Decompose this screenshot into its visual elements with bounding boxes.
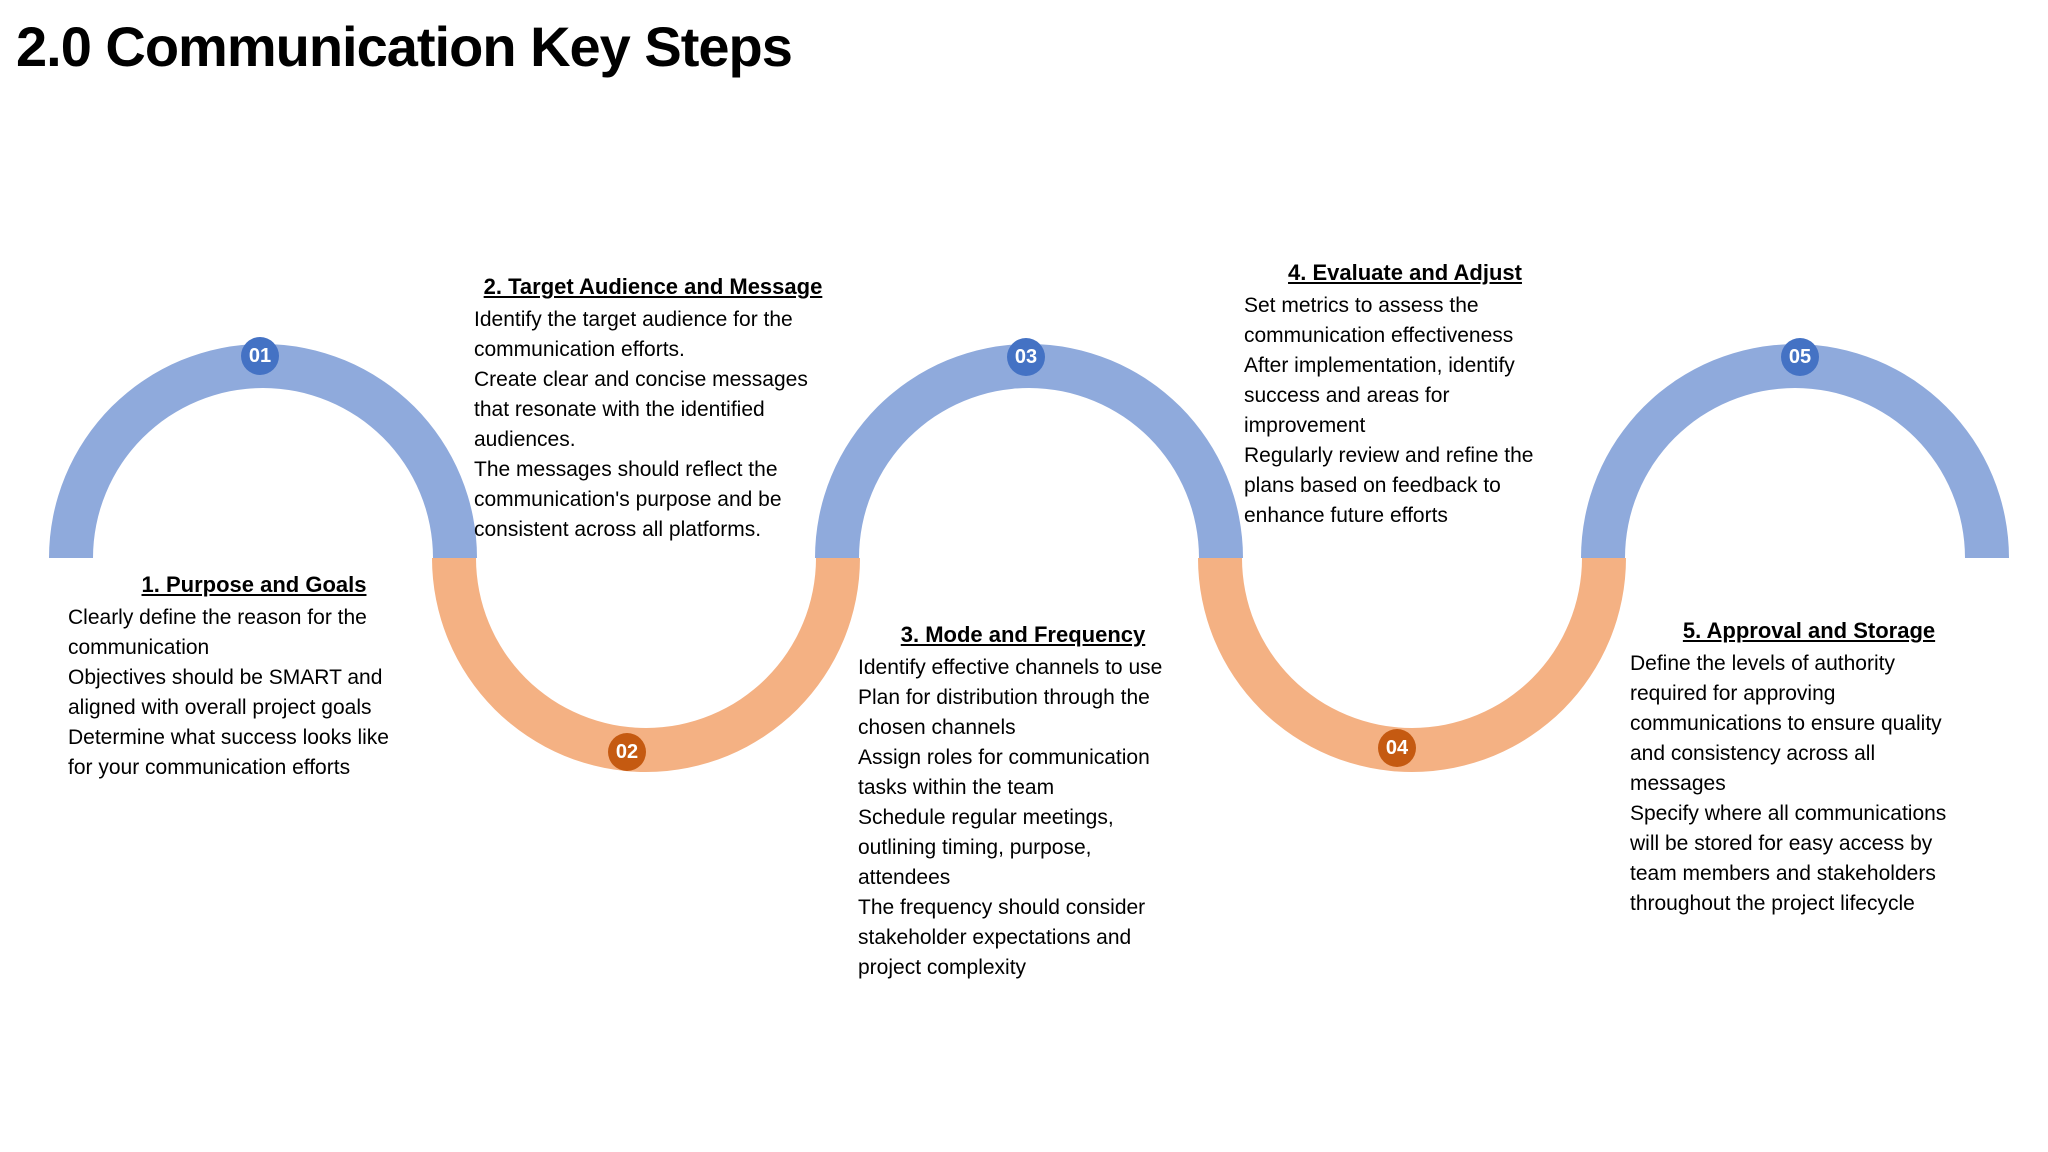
step-block-4: 4. Evaluate and Adjust Set metrics to as… bbox=[1244, 258, 1566, 531]
step-body-3: Identify effective channels to use Plan … bbox=[858, 656, 1163, 979]
step-block-2: 2. Target Audience and Message Identify … bbox=[474, 272, 832, 545]
step-body-1: Clearly define the reason for the commun… bbox=[68, 606, 389, 779]
arc-step-4 bbox=[1198, 558, 1626, 772]
step-body-5: Define the levels of authority required … bbox=[1630, 652, 1947, 915]
step-number-badge-5: 05 bbox=[1781, 338, 1819, 376]
step-heading-5: 5. Approval and Storage bbox=[1682, 618, 1936, 643]
step-number-badge-3: 03 bbox=[1007, 338, 1045, 376]
step-heading-2: 2. Target Audience and Message bbox=[483, 274, 823, 299]
step-number-badge-2: 02 bbox=[608, 733, 646, 771]
step-block-5: 5. Approval and Storage Define the level… bbox=[1630, 616, 1988, 919]
step-block-1: 1. Purpose and Goals Clearly define the … bbox=[68, 570, 440, 783]
step-body-2: Identify the target audience for the com… bbox=[474, 308, 808, 541]
arc-step-5 bbox=[1581, 344, 2009, 558]
arc-step-3 bbox=[815, 344, 1243, 558]
page-title: 2.0 Communication Key Steps bbox=[16, 15, 793, 78]
step-number-badge-4: 04 bbox=[1378, 729, 1416, 767]
arc-step-1 bbox=[49, 344, 477, 558]
arc-step-2 bbox=[432, 558, 860, 772]
step-block-3: 3. Mode and Frequency Identify effective… bbox=[858, 620, 1188, 983]
step-heading-3: 3. Mode and Frequency bbox=[900, 622, 1146, 647]
step-heading-1: 1. Purpose and Goals bbox=[141, 572, 367, 597]
step-body-4: Set metrics to assess the communication … bbox=[1244, 294, 1534, 527]
step-heading-4: 4. Evaluate and Adjust bbox=[1288, 260, 1522, 285]
step-number-badge-1: 01 bbox=[241, 337, 279, 375]
